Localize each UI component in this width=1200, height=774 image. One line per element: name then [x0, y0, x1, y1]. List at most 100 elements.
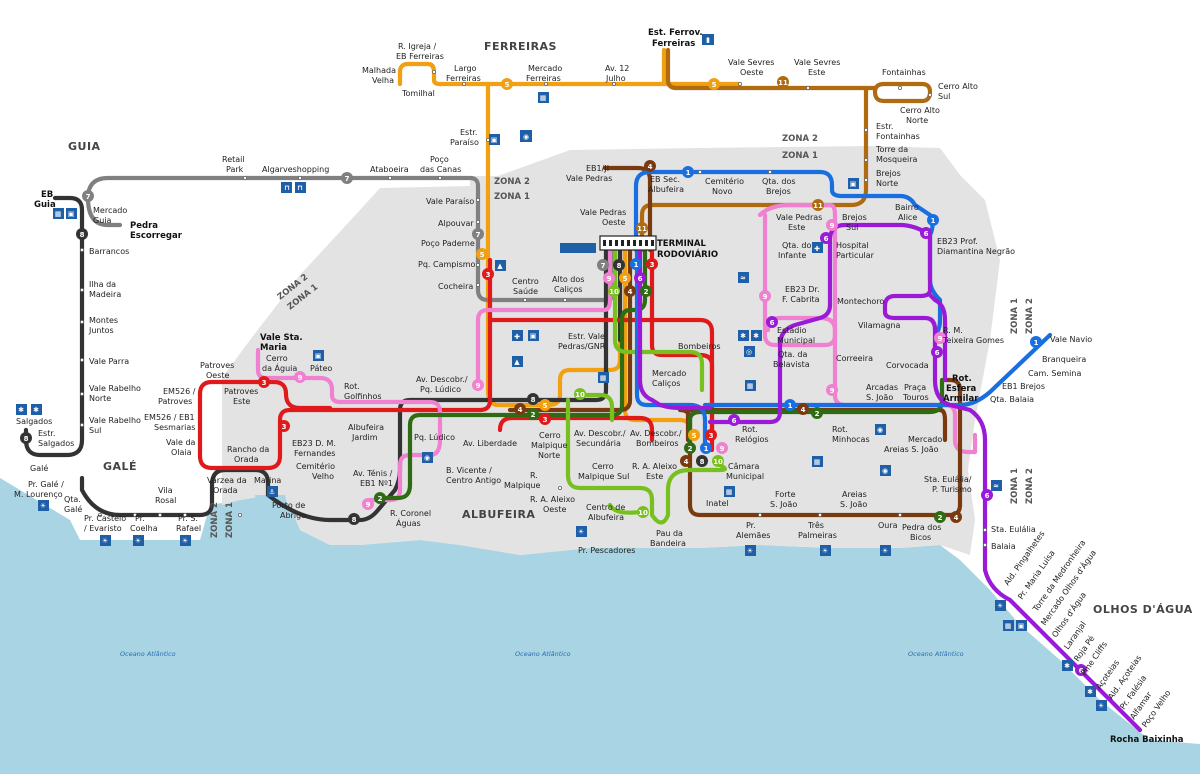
stop-label: Sul: [846, 223, 858, 232]
stop-label: Brejos: [842, 213, 867, 222]
stop-label: Oeste: [740, 68, 764, 77]
stop-label: Qta. do: [782, 241, 812, 250]
stop-label: Arcadas: [866, 383, 898, 392]
stop-label: Ataboeira: [370, 165, 409, 174]
beach-icon: ☀: [100, 535, 111, 546]
badge-line-5: 5: [539, 399, 551, 411]
badge-line-9: 9: [716, 442, 728, 454]
stop-label: Orada: [213, 486, 238, 495]
stop-label: Fontainhas: [882, 68, 926, 77]
svg-text:8: 8: [80, 231, 85, 239]
stop-label: Rot.: [952, 374, 972, 384]
badge-line-9: 9: [826, 384, 838, 396]
stop-label: Águas: [396, 517, 421, 528]
stop-label: Fernandes: [294, 449, 335, 458]
svg-text:1: 1: [704, 445, 709, 453]
stop-label: S. João: [840, 500, 867, 509]
stadium-icon: ◎: [744, 346, 755, 357]
stop-label: Malpique: [504, 481, 540, 490]
stop-label: Rancho da: [227, 445, 269, 454]
stop-label: Rosal: [155, 496, 176, 505]
svg-text:6: 6: [924, 230, 929, 238]
stop-label: Albufeira: [348, 423, 384, 432]
zone-1-label: ZONA 1: [494, 192, 530, 202]
beach-icon: ☀: [576, 526, 587, 537]
town-albufeira: ALBUFEIRA: [462, 508, 535, 521]
stop-label: Este: [233, 397, 250, 406]
stop-label: EM526 /: [163, 387, 196, 396]
stop-label: R.: [530, 471, 538, 480]
stop-label: R. A. Aleixo: [530, 495, 575, 504]
stop-label: EB Ferreiras: [396, 52, 444, 61]
svg-text:3: 3: [543, 416, 548, 424]
svg-text:2: 2: [688, 445, 693, 453]
stop-label: Areias: [842, 490, 867, 499]
sport-icon: ✱: [751, 330, 762, 341]
shop-icon: ⊓: [295, 182, 306, 193]
badge-line-11: 11: [636, 222, 648, 234]
town-olhos-dagua: OLHOS D'ÁGUA: [1093, 603, 1193, 616]
stop-label: Madeira: [89, 290, 121, 299]
photo-icon: ◉: [422, 452, 433, 463]
svg-text:▦: ▦: [540, 94, 547, 102]
stop-label: Pr. S.: [178, 514, 198, 523]
line-badges[interactable]: 5 5 11 7 7 8 8 7 5 3 4 1 11 11 9 6 1 6 7…: [20, 76, 1087, 676]
svg-text:8: 8: [617, 262, 622, 270]
badge-line-11: 11: [812, 199, 824, 211]
stop-label: Velho: [312, 472, 334, 481]
zone-2-label: ZONA 2: [1025, 298, 1035, 334]
stop-label: Poço: [430, 155, 449, 164]
svg-text:≈: ≈: [740, 274, 746, 282]
stop-label: Cerro Alto: [900, 106, 940, 115]
stop-label: Porto de: [272, 501, 305, 510]
svg-text:1: 1: [686, 169, 691, 177]
svg-text:✚: ✚: [814, 245, 820, 253]
stop-label: Jardim: [351, 433, 378, 442]
stop-label: Mercado: [528, 64, 562, 73]
stop-label: Vale Pedras: [566, 174, 612, 183]
svg-text:2: 2: [531, 411, 536, 419]
svg-text:2: 2: [644, 288, 649, 296]
svg-text:✱: ✱: [740, 332, 746, 340]
badge-line-4: 4: [797, 403, 809, 415]
badge-line-10: 10: [712, 455, 724, 467]
zone-1-label: ZONA 1: [1010, 468, 1020, 504]
stop-label: Três: [807, 520, 824, 530]
stop-label: Estr.: [876, 122, 893, 131]
stop-label: Este: [646, 472, 663, 481]
stop-label: Pedra: [130, 221, 158, 231]
badge-line-2: 2: [527, 408, 539, 420]
stop-label: Brejos: [876, 169, 901, 178]
badge-line-6: 6: [634, 272, 646, 284]
stop-label: Qta. dos: [762, 177, 796, 186]
stop-label: Vilamagna: [858, 321, 900, 330]
svg-text:1: 1: [931, 217, 936, 225]
svg-text:1: 1: [1034, 339, 1039, 347]
line-10: [565, 247, 728, 525]
stop-label: Pr.: [746, 521, 756, 530]
svg-text:▦: ▦: [747, 382, 754, 390]
stop-label: Vale Pedras: [776, 213, 822, 222]
stop-label: Montechoro: [837, 297, 884, 306]
stop-markers: [80, 70, 988, 548]
svg-text:2: 2: [938, 514, 943, 522]
poi-icons: ▮ ▦ ▣ ◉ ⊓ ⊓ ▦ ▣ ▲ ✚ ▣ ▲ ▣ ✚ ≈ ✱ ✱ ◎ ▦ ▣ …: [16, 34, 1107, 711]
badge-line-7: 7: [472, 228, 484, 240]
stop-label: Câmara: [728, 462, 759, 471]
badge-line-6: 6: [820, 232, 832, 244]
stop-label: Av. Descobr./: [416, 375, 468, 384]
stop-label: Ferreiras: [526, 74, 561, 83]
stop-label: Sul: [938, 92, 950, 101]
stop-label: EB: [41, 190, 53, 200]
svg-text:8: 8: [352, 516, 357, 524]
stop-label: Julho: [605, 74, 626, 83]
stop-label: Cam. Semina: [1028, 369, 1081, 378]
stop-label: Diamantina Negrão: [937, 247, 1015, 256]
stop-label: S. João: [770, 500, 797, 509]
stop-label: Coelha: [130, 524, 158, 533]
stop-label: Infante: [778, 251, 806, 260]
stop-label: Malhada: [362, 66, 396, 75]
stop-label: Cerro: [266, 354, 288, 363]
svg-text:9: 9: [830, 387, 835, 395]
